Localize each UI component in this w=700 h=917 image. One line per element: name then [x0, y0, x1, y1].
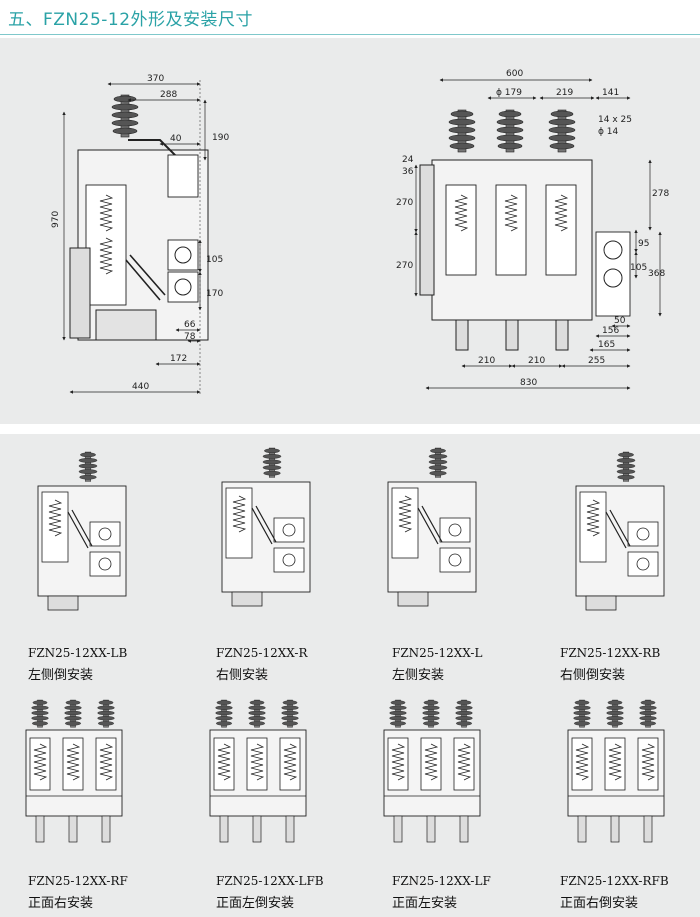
dim-600: 600 — [506, 69, 523, 79]
dim-170: 170 — [206, 289, 223, 299]
dim-172: 172 — [170, 354, 187, 364]
variant-model-lb: FZN25-12XX-LB — [28, 646, 128, 660]
variant-model-rfb: FZN25-12XX-RFB — [560, 874, 669, 888]
dim-66: 66 — [184, 320, 196, 330]
variant-mount-l: 左侧安装 — [392, 668, 445, 683]
variant-drawing-lfb — [210, 700, 306, 842]
dim-165: 165 — [598, 340, 615, 350]
variant-drawing-rb — [576, 452, 664, 610]
dim-78: 78 — [184, 332, 196, 342]
variant-mount-r: 右侧安装 — [216, 668, 269, 683]
variant-model-lfb: FZN25-12XX-LFB — [216, 874, 324, 888]
dim-219: 219 — [556, 88, 573, 98]
header-divider — [0, 34, 700, 35]
variant-drawing-l — [388, 448, 476, 606]
variant-drawing-lb — [38, 452, 126, 610]
dim-95: 95 — [638, 239, 649, 249]
side-view-drawing: 370 288 190 40 970 105 170 66 78 172 440 — [51, 74, 229, 396]
dim-270-upper: 270 — [396, 198, 413, 208]
panel-gap — [0, 424, 700, 434]
variant-mount-rb: 右侧倒安装 — [560, 668, 626, 683]
dim-105: 105 — [206, 255, 223, 265]
variant-model-rf: FZN25-12XX-RF — [28, 874, 128, 888]
page-header: 五、FZN25-12外形及安装尺寸 — [0, 0, 700, 36]
dim-370: 370 — [147, 74, 164, 84]
dim-255: 255 — [588, 356, 605, 366]
variant-model-l: FZN25-12XX-L — [392, 646, 483, 660]
dim-141: 141 — [602, 88, 619, 98]
variant-drawing-rfb — [568, 700, 664, 842]
variant-mount-lfb: 正面左倒安装 — [216, 896, 295, 911]
variant-mount-rfb: 正面右倒安装 — [560, 896, 639, 911]
variant-mount-lb: 左侧倒安装 — [28, 668, 94, 683]
dim-368: 368 — [648, 269, 665, 279]
dim-105: 105 — [630, 263, 647, 273]
dim-288: 288 — [160, 90, 177, 100]
variant-drawing-rf — [26, 700, 122, 842]
page-title: 五、FZN25-12外形及安装尺寸 — [8, 10, 254, 30]
dim-36: 36 — [402, 167, 414, 177]
dim-24: 24 — [402, 155, 414, 165]
dim-50: 50 — [614, 316, 626, 326]
variant-mount-lf: 正面左安装 — [392, 896, 458, 911]
variant-mount-rf: 正面右安装 — [28, 896, 94, 911]
dim-270-lower: 270 — [396, 261, 413, 271]
dim-40: 40 — [170, 134, 182, 144]
variant-drawing-lf — [384, 700, 480, 842]
dim-210-left: 210 — [478, 356, 495, 366]
dim-14x25: 14 x 25 — [598, 115, 632, 125]
dim-210-right: 210 — [528, 356, 545, 366]
dim-156: 156 — [602, 326, 619, 336]
dim-190: 190 — [212, 133, 229, 143]
dim-970: 970 — [51, 211, 61, 228]
front-view-drawing: 600 ϕ 179 219 141 14 x 25 ϕ 14 24 36 270… — [396, 69, 669, 390]
dim-phi14: ϕ 14 — [598, 127, 619, 137]
dim-440: 440 — [132, 382, 149, 392]
variant-model-r: FZN25-12XX-R — [216, 646, 308, 660]
dim-phi179: ϕ 179 — [496, 88, 522, 98]
variant-model-rb: FZN25-12XX-RB — [560, 646, 661, 660]
variant-model-lf: FZN25-12XX-LF — [392, 874, 491, 888]
dim-830: 830 — [520, 378, 537, 388]
dim-278: 278 — [652, 189, 669, 199]
variant-drawing-r — [222, 448, 310, 606]
